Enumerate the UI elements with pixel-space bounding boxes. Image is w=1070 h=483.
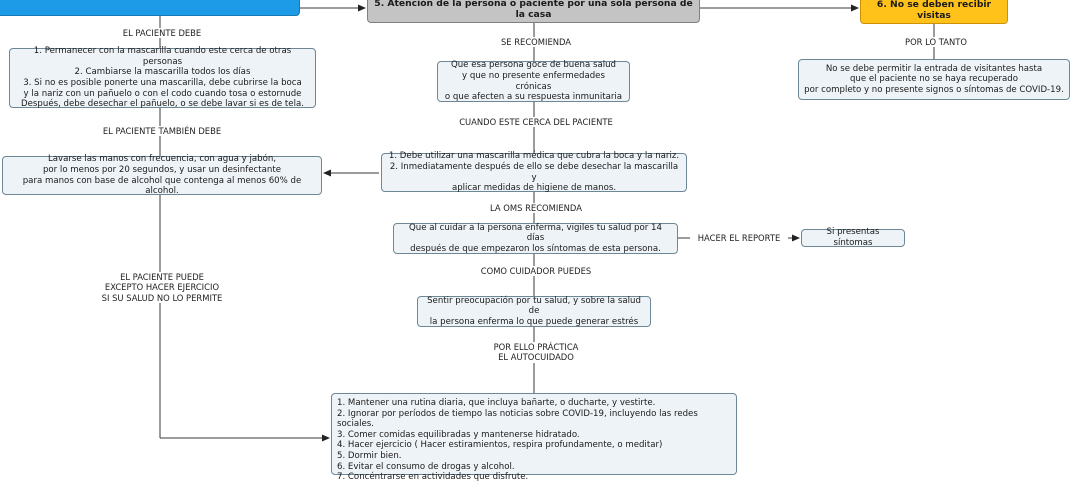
no-recibir-visitas-node: 6. No se deben recibir visitas xyxy=(860,0,1008,24)
autocuidado-text: 1. Mantener una rutina diaria, que inclu… xyxy=(337,398,698,483)
lavarse-manos-text: Lavarse las manos con frecuencia, con ag… xyxy=(22,154,302,197)
atencion-una-persona-text: 5. Atención de la persona o paciente por… xyxy=(374,0,693,20)
sintomas-node: Si presentas síntomas xyxy=(801,227,905,248)
mascarilla-medica-node: 1. Debe utilizar una mascarilla médica q… xyxy=(381,151,687,194)
paciente-debe-node: 1. Permanecer con la mascarilla cuando e… xyxy=(9,46,316,110)
vigilar-salud-node: Que al cuidar a la persona enferma, vigi… xyxy=(393,223,678,254)
preocupacion-node: Sentir preocupación por tu salud, y sobr… xyxy=(417,296,651,327)
vigilar-salud-text: Que al cuidar a la persona enferma, vigi… xyxy=(409,222,662,254)
sintomas-text: Si presentas síntomas xyxy=(826,227,880,248)
mascarilla-medica-text: 1. Debe utilizar una mascarilla médica q… xyxy=(388,151,680,194)
no-visitas-detalle-text: No se debe permitir la entrada de visita… xyxy=(804,63,1064,95)
atencion-una-persona-node: 5. Atención de la persona o paciente por… xyxy=(367,0,700,23)
label-paciente-debe: EL PACIENTE DEBE xyxy=(110,28,214,39)
label-por-ello-autocuidado: POR ELLO PRÁCTICA EL AUTOCUIDADO xyxy=(474,342,598,363)
buena-salud-node: Que esa persona goce de buena salud y qu… xyxy=(437,60,630,103)
buena-salud-text: Que esa persona goce de buena salud y qu… xyxy=(444,60,623,103)
no-recibir-visitas-text: 6. No se deben recibir visitas xyxy=(876,0,992,21)
top-left-node xyxy=(0,0,300,16)
preocupacion-text: Sentir preocupación por tu salud, y sobr… xyxy=(427,295,641,327)
label-paciente-tambien-debe: EL PACIENTE TAMBIÉN DEBE xyxy=(90,126,234,137)
label-por-lo-tanto: POR LO TANTO xyxy=(894,37,978,48)
label-cuando-cerca: CUANDO ESTE CERCA DEL PACIENTE xyxy=(444,117,628,128)
label-paciente-puede: EL PACIENTE PUEDE EXCEPTO HACER EJERCICI… xyxy=(88,272,236,304)
label-oms-recomienda: LA OMS RECOMIENDA xyxy=(479,203,593,214)
label-se-recomienda: SE RECOMIENDA xyxy=(489,37,583,48)
label-cuidador-puedes: COMO CUIDADOR PUEDES xyxy=(470,266,602,277)
label-hacer-reporte: HACER EL REPORTE xyxy=(690,233,788,244)
lavarse-manos-node: Lavarse las manos con frecuencia, con ag… xyxy=(2,154,322,197)
autocuidado-node: 1. Mantener una rutina diaria, que inclu… xyxy=(331,393,737,482)
paciente-debe-text: 1. Permanecer con la mascarilla cuando e… xyxy=(21,46,304,110)
no-visitas-detalle-node: No se debe permitir la entrada de visita… xyxy=(798,59,1070,100)
